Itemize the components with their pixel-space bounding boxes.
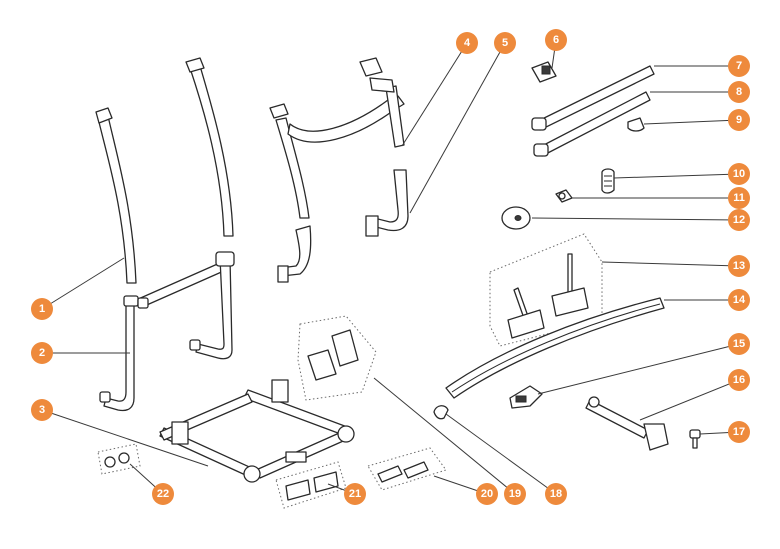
part-5-lower-handle (277, 169, 409, 283)
callout-8: 8 (728, 81, 750, 103)
svg-text:9: 9 (736, 114, 742, 126)
callout-15: 15 (728, 333, 750, 355)
callout-5: 5 (494, 32, 516, 54)
svg-text:16: 16 (733, 374, 745, 386)
part-10-ratchet-strap (601, 168, 615, 194)
svg-text:12: 12 (733, 214, 745, 226)
callout-19: 19 (504, 483, 526, 505)
svg-text:15: 15 (733, 338, 745, 350)
part-14-wheel-tray (445, 297, 665, 399)
callout-7: 7 (728, 55, 750, 77)
part-8-strap (533, 91, 651, 157)
svg-text:19: 19 (509, 488, 521, 500)
callouts: 1 2 3 4 5 6 7 8 9 10 11 12 13 14 15 16 1… (31, 29, 750, 505)
svg-text:8: 8 (736, 86, 742, 98)
callout-14: 14 (728, 289, 750, 311)
part-20-brackets (367, 447, 447, 491)
callout-4: 4 (456, 32, 478, 54)
part-19-pads (297, 315, 377, 401)
callout-1: 1 (31, 298, 53, 320)
svg-text:1: 1 (39, 303, 45, 315)
svg-text:6: 6 (553, 34, 559, 46)
part-7-strap (531, 65, 655, 131)
callout-3: 3 (31, 399, 53, 421)
svg-text:3: 3 (39, 404, 45, 416)
part-1-upright-tube (95, 107, 137, 284)
part-16-crossbar (585, 396, 669, 451)
svg-text:17: 17 (733, 426, 745, 438)
svg-text:10: 10 (733, 168, 745, 180)
callout-11: 11 (728, 187, 750, 209)
callout-9: 9 (728, 109, 750, 131)
svg-text:5: 5 (502, 37, 508, 49)
part-21-plates (275, 461, 347, 509)
svg-text:18: 18 (550, 488, 562, 500)
callout-16: 16 (728, 369, 750, 391)
callout-12: 12 (728, 209, 750, 231)
callout-10: 10 (728, 163, 750, 185)
svg-text:4: 4 (464, 37, 471, 49)
part-12-reflector (501, 206, 531, 230)
part-15-clamp (509, 385, 543, 409)
callout-18: 18 (545, 483, 567, 505)
part-18-cap (433, 405, 449, 420)
callout-6: 6 (545, 29, 567, 51)
part-6-clip (531, 61, 557, 83)
svg-text:22: 22 (157, 488, 169, 500)
callout-17: 17 (728, 421, 750, 443)
part-3-base-frame (159, 379, 355, 483)
callout-22: 22 (152, 483, 174, 505)
callout-21: 21 (344, 483, 366, 505)
part-17-screw (689, 429, 701, 449)
svg-text:13: 13 (733, 260, 745, 272)
callout-2: 2 (31, 342, 53, 364)
svg-text:20: 20 (481, 488, 493, 500)
middle-upright-tube (185, 57, 234, 237)
svg-text:11: 11 (733, 192, 745, 204)
part-2-lower-frame (99, 251, 235, 412)
svg-text:7: 7 (736, 60, 742, 72)
part-9-hook (627, 117, 645, 132)
svg-text:14: 14 (733, 294, 746, 306)
part-4-handle-assembly (269, 57, 405, 219)
callout-20: 20 (476, 483, 498, 505)
svg-text:21: 21 (349, 488, 361, 500)
part-11-knob (555, 189, 573, 203)
part-22-caps (97, 443, 141, 475)
svg-text:2: 2 (39, 347, 45, 359)
callout-13: 13 (728, 255, 750, 277)
